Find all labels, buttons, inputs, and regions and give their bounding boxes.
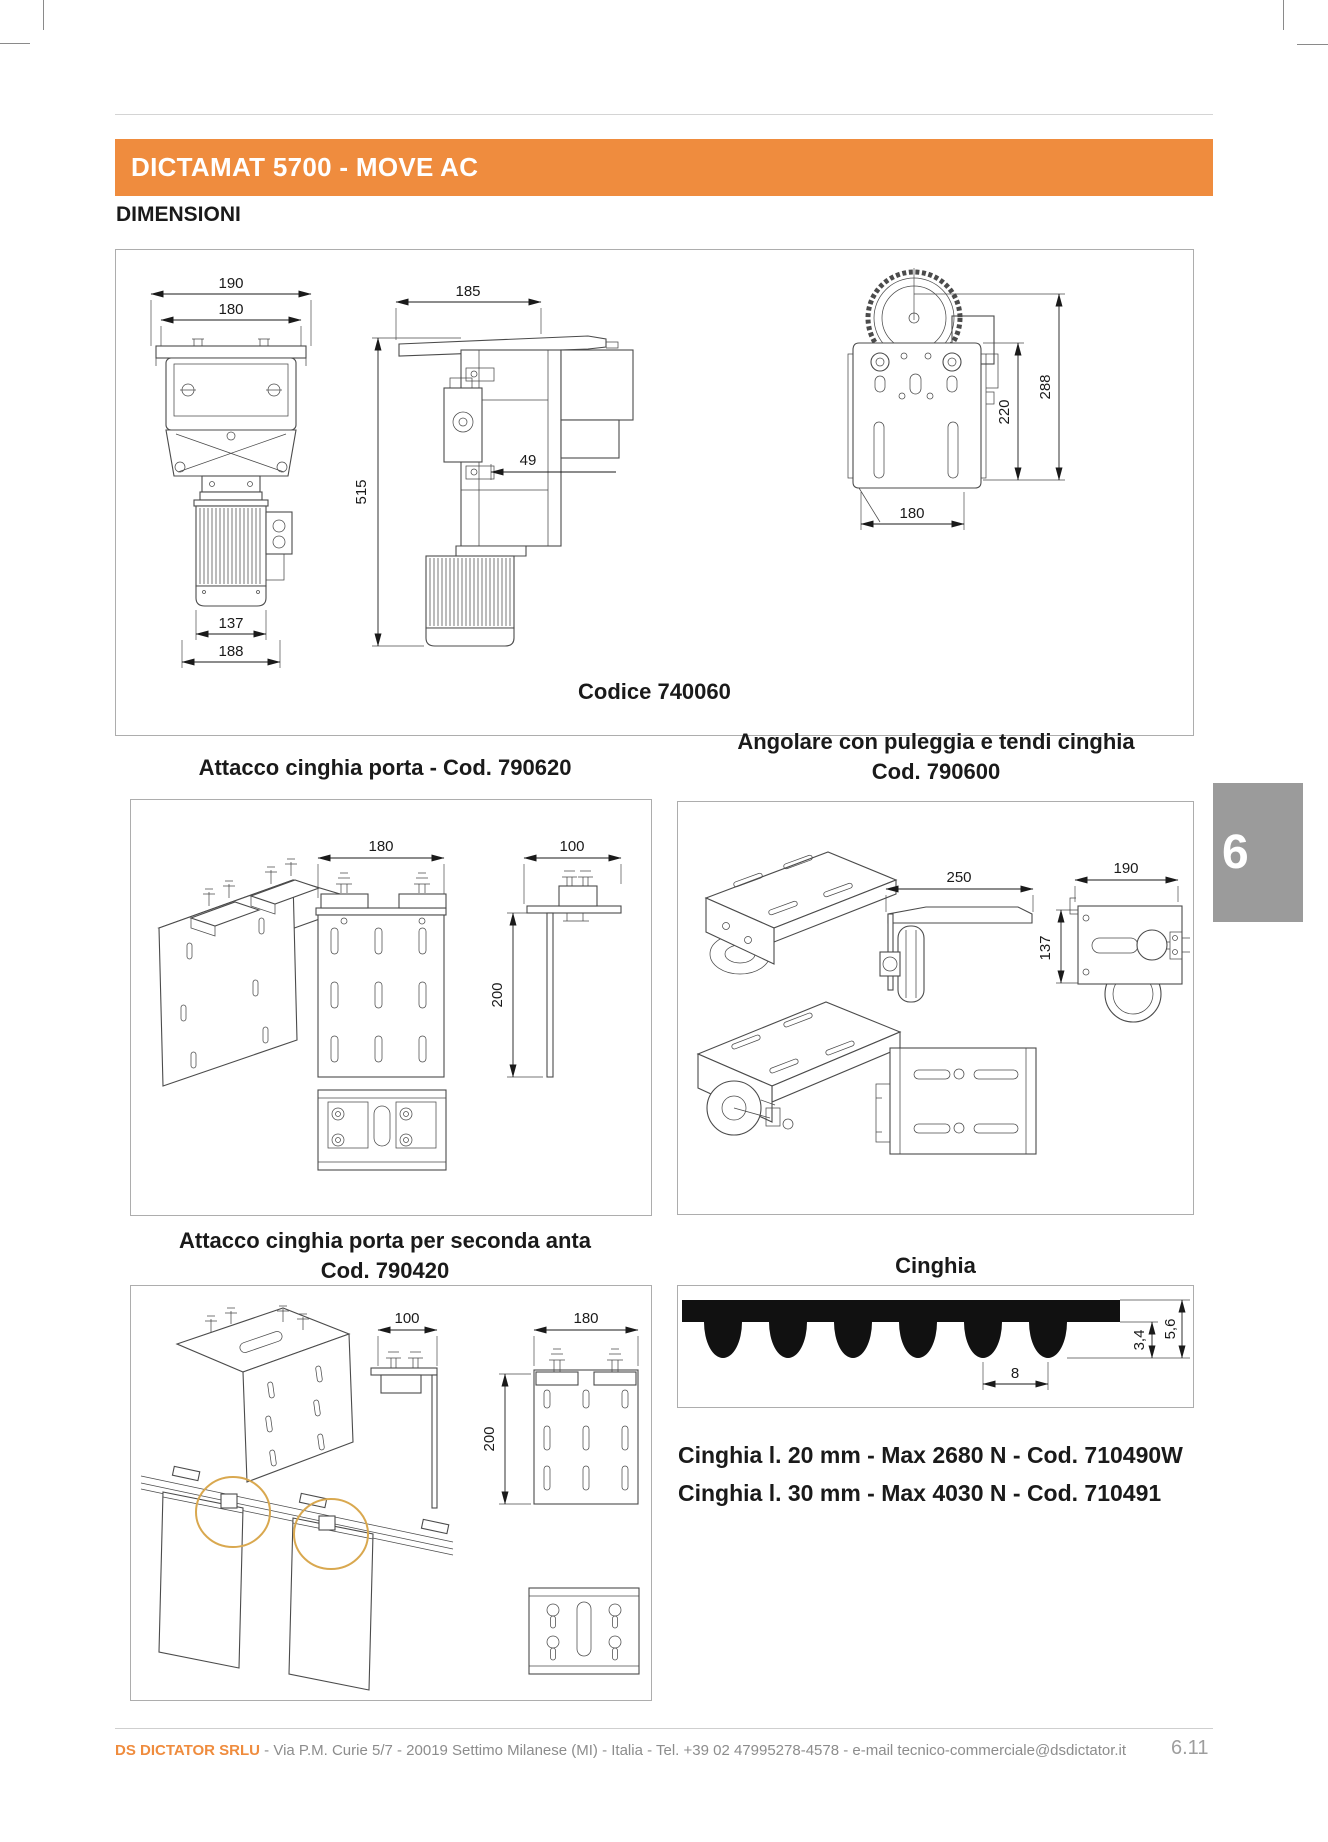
dimension-label: 515 (353, 479, 370, 504)
dimension-label: 200 (481, 1426, 498, 1451)
pulley-bracket-title-line2: Cod. 790600 (871, 759, 1001, 784)
dimension-label: 190 (218, 275, 243, 292)
pulley-bracket-side-view: 250 (879, 869, 1034, 1003)
main-unit-code: Codice 740060 (578, 679, 731, 704)
pulley-bracket-box: 250 190 137 (677, 801, 1194, 1215)
second-door-bracket-title-line1: Attacco cinghia porta per seconda anta (179, 1228, 591, 1253)
page-header-bar: DICTAMAT 5700 - MOVE AC (115, 139, 1213, 196)
highlight-circle (293, 1498, 369, 1570)
crop-mark (0, 43, 30, 44)
dimension-label: 200 (489, 982, 506, 1007)
pulley-bracket-plate-view (875, 1047, 1037, 1155)
dimension-label: 180 (899, 505, 924, 522)
dimension-label: 5,6 (1162, 1319, 1179, 1340)
second-door-bracket-plate-view (528, 1587, 640, 1675)
page-number: 6.11 (1171, 1737, 1209, 1759)
belt-profile-box: 3,4 5,6 8 (677, 1285, 1194, 1408)
door-belt-bracket-drawing: 180 100 (157, 838, 622, 1171)
door-belt-bracket-box: 180 100 (130, 799, 652, 1216)
belt-spec-line1: Cinghia l. 20 mm - Max 2680 N - Cod. 710… (678, 1442, 1183, 1468)
second-door-bracket-title: Attacco cinghia porta per seconda anta C… (115, 1226, 655, 1286)
footer-company: DS DICTATOR SRLU (115, 1742, 260, 1759)
chapter-tab-number: 6 (1222, 826, 1249, 879)
door-belt-bracket-front-view: 180 (315, 838, 447, 1078)
crop-mark (43, 0, 44, 30)
main-unit-rear-view: 220 288 180 (847, 268, 1065, 530)
belt-profile-shape (682, 1300, 1120, 1358)
footer-rule (115, 1728, 1213, 1729)
pulley-bracket-title: Angolare con puleggia e tendi cinghia Co… (660, 727, 1212, 787)
second-door-bracket-front-view: 180 200 (481, 1310, 639, 1505)
second-door-bracket-rail-iso-view (140, 1465, 454, 1691)
dimension-label: 100 (559, 838, 584, 855)
highlight-circle (195, 1476, 271, 1548)
dimension-label: 185 (455, 283, 480, 300)
dimension-label: 188 (218, 643, 243, 660)
dimension-label: 100 (394, 1310, 419, 1327)
top-rule (115, 114, 1213, 115)
door-belt-bracket-plate-view (317, 1089, 447, 1171)
dimension-label: 3,4 (1131, 1330, 1148, 1351)
pulley-bracket-title-line1: Angolare con puleggia e tendi cinghia (737, 729, 1135, 754)
pulley-bracket-iso-view-bottom (696, 1001, 902, 1136)
door-belt-bracket-iso-view (157, 858, 369, 1087)
dimension-label: 180 (218, 301, 243, 318)
pulley-bracket-drawing: 250 190 137 (696, 851, 1190, 1155)
second-door-bracket-iso-view (175, 1305, 354, 1483)
dimension-label: 137 (1037, 935, 1054, 960)
pulley-bracket-iso-view-top (704, 851, 898, 975)
footer: DS DICTATOR SRLU - Via P.M. Curie 5/7 - … (115, 1742, 1126, 1759)
second-door-bracket-title-line2: Cod. 790420 (320, 1258, 450, 1283)
dimension-label: 190 (1113, 860, 1138, 877)
main-unit-side-view: 185 515 49 (353, 283, 634, 647)
crop-mark (1283, 0, 1284, 30)
crop-mark (1297, 44, 1328, 45)
belt-spec-line2: Cinghia l. 30 mm - Max 4030 N - Cod. 710… (678, 1480, 1162, 1506)
dimension-label: 180 (368, 838, 393, 855)
dimension-label: 220 (996, 399, 1013, 424)
dimension-label: 49 (520, 452, 537, 469)
page-title: DICTAMAT 5700 - MOVE AC (131, 152, 479, 182)
belt-profile-drawing: 3,4 5,6 8 (682, 1299, 1190, 1390)
main-unit-front-view: 190 180 (150, 275, 312, 668)
pulley-bracket-front-view: 190 137 (1037, 860, 1190, 1023)
dimension-label: 8 (1011, 1365, 1019, 1382)
dimension-label: 137 (218, 615, 243, 632)
section-title: DIMENSIONI (116, 203, 241, 226)
door-belt-bracket-side-view: 100 200 (489, 838, 622, 1078)
main-unit-drawing-box: 190 180 (115, 249, 1194, 736)
second-door-bracket-drawing: 100 180 200 (140, 1305, 640, 1691)
second-door-bracket-box: 100 180 200 (130, 1285, 652, 1701)
dimension-label: 288 (1037, 374, 1054, 399)
door-belt-bracket-title: Attacco cinghia porta - Cod. 790620 (198, 755, 572, 780)
main-unit-drawing: 190 180 (150, 268, 1065, 668)
footer-details: - Via P.M. Curie 5/7 - 20019 Settimo Mil… (264, 1742, 1127, 1759)
chapter-tab: 6 (1213, 783, 1303, 922)
dimension-label: 250 (946, 869, 971, 886)
second-door-bracket-side-view: 100 (370, 1310, 438, 1509)
dimension-label: 180 (573, 1310, 598, 1327)
belt-title: Cinghia (895, 1253, 976, 1278)
